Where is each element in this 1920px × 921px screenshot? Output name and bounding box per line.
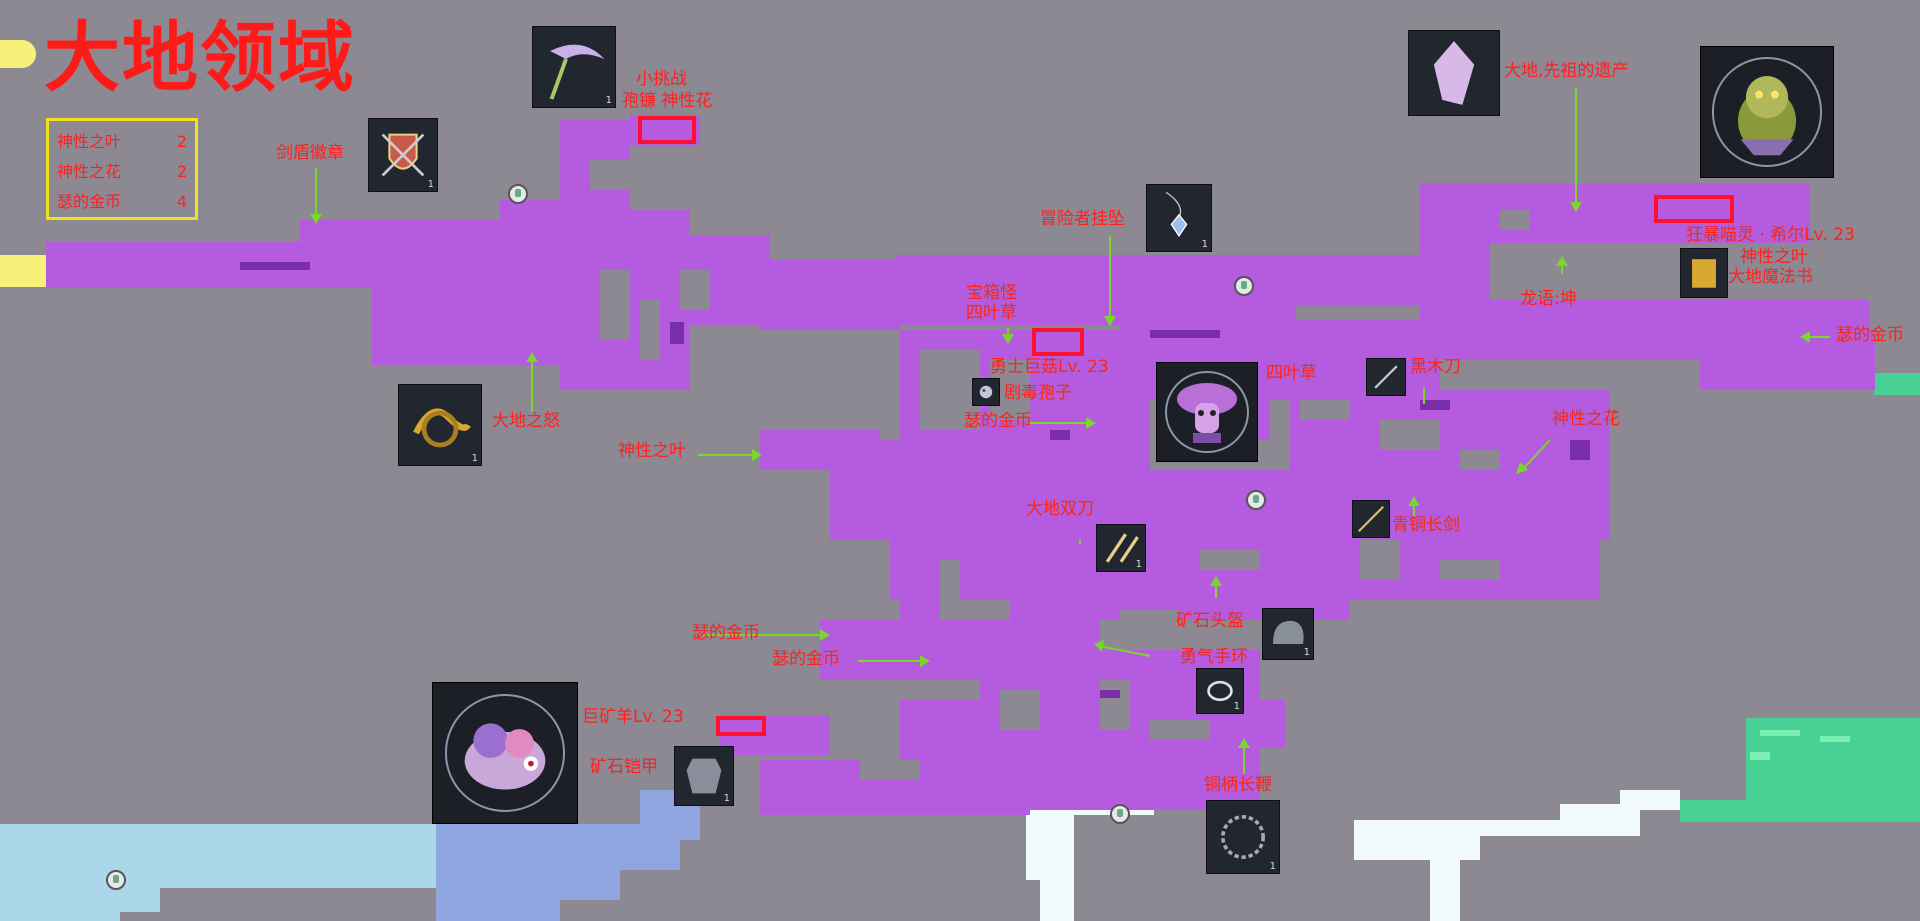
summary-item-name: 瑟的金币 xyxy=(57,192,122,211)
label-ore-helmet: 矿石头盔 xyxy=(1176,611,1244,631)
title-marker xyxy=(0,40,36,68)
label-ebony-blade: 黑木刀 xyxy=(1410,357,1461,377)
teleport-point-icon[interactable] xyxy=(508,184,528,204)
label-scythe-flower: 孢镰 神性花 xyxy=(622,91,713,111)
earth-magic-book-icon[interactable] xyxy=(1680,248,1728,298)
label-coin-lower-left: 瑟的金币 xyxy=(692,623,760,643)
item-quantity: 1 xyxy=(1201,239,1208,250)
summary-row: 神性之花 2 xyxy=(57,157,187,187)
toxic-spore-icon[interactable] xyxy=(972,378,1000,406)
summary-row: 神性之叶 2 xyxy=(57,127,187,157)
portrait-ring xyxy=(1711,57,1823,167)
label-divine-leaf-right: 神性之叶 xyxy=(1740,247,1808,267)
region-blue xyxy=(436,790,700,921)
item-quantity: 1 xyxy=(471,453,478,464)
summary-item-name: 神性之花 xyxy=(57,162,122,181)
summary-item-count: 2 xyxy=(176,162,187,181)
label-clover-center: 四叶草 xyxy=(1266,363,1317,383)
ebony-blade-icon[interactable] xyxy=(1366,358,1406,396)
label-earth-dual-blades: 大地双刀 xyxy=(1026,499,1094,519)
item-quantity: 1 xyxy=(1233,701,1240,712)
bronze-longsword-icon[interactable] xyxy=(1352,500,1390,538)
frenzy-cat-marker xyxy=(1654,195,1734,223)
label-small-challenge: 小挑战 xyxy=(636,69,687,89)
region-white-1 xyxy=(1026,802,1154,921)
teleport-point-icon[interactable] xyxy=(1110,804,1130,824)
challenge-marker xyxy=(638,116,696,144)
label-toxic-spore: 剧毒孢子 xyxy=(1004,383,1072,403)
teleport-point-icon[interactable] xyxy=(1234,276,1254,296)
boss-portrait-mushroom[interactable] xyxy=(1156,362,1258,462)
boss-portrait-cat[interactable] xyxy=(1700,46,1834,178)
summary-item-count: 2 xyxy=(176,132,187,151)
label-frenzy-cat: 狂暴喵灵 · 希尔Lv. 23 xyxy=(1686,225,1855,245)
map-title: 大地领域 xyxy=(44,13,356,102)
label-clover-top: 四叶草 xyxy=(966,303,1017,323)
label-divine-flower-right: 神性之花 xyxy=(1552,409,1620,429)
item-quantity: 1 xyxy=(427,179,434,190)
teleport-point-icon[interactable] xyxy=(106,870,126,890)
green-region-details xyxy=(1750,730,1850,760)
label-mimic: 宝箱怪 xyxy=(966,283,1017,303)
map-details xyxy=(240,262,1590,698)
label-sword-shield-badge: 剑盾徽章 xyxy=(276,143,344,163)
region-lightblue xyxy=(0,824,440,921)
label-earth-wrath: 大地之怒 xyxy=(492,411,560,431)
label-bronze-longsword: 青铜长剑 xyxy=(1392,515,1460,535)
explored-area xyxy=(46,115,1875,815)
label-ore-armor: 矿石铠甲 xyxy=(590,757,658,777)
label-copper-whip: 铜柄长鞭 xyxy=(1204,775,1272,795)
collectibles-summary: 神性之叶 2 神性之花 2 瑟的金币 4 xyxy=(46,118,198,220)
label-earth-legacy: 大地,先祖的遗产 xyxy=(1504,61,1629,81)
label-giant-ore-sheep: 巨矿羊Lv. 23 xyxy=(582,707,684,727)
sword-shield-badge-icon[interactable]: 1 xyxy=(368,118,438,192)
unexplored-gaps xyxy=(590,160,1770,780)
label-adventurer-pendant: 冒险者挂坠 xyxy=(1040,209,1125,229)
item-quantity: 1 xyxy=(605,95,612,106)
portrait-ring xyxy=(1165,370,1249,454)
summary-item-count: 4 xyxy=(176,192,187,211)
item-quantity: 1 xyxy=(1135,559,1142,570)
region-white-2 xyxy=(1354,790,1680,921)
earth-legacy-icon[interactable] xyxy=(1408,30,1500,116)
summary-item-name: 神性之叶 xyxy=(57,132,122,151)
map-entry-left xyxy=(0,255,46,287)
region-green xyxy=(1680,718,1920,822)
summary-row: 瑟的金币 4 xyxy=(57,187,187,217)
earth-wrath-icon[interactable]: 1 xyxy=(398,384,482,466)
boss-portrait-sheep[interactable] xyxy=(432,682,578,824)
label-dragon-tongue: 龙语:坤 xyxy=(1520,289,1577,309)
ore-helmet-icon[interactable]: 1 xyxy=(1262,608,1314,660)
ore-sheep-marker xyxy=(716,716,766,736)
item-quantity: 1 xyxy=(723,793,730,804)
earth-dual-blades-icon[interactable]: 1 xyxy=(1096,524,1146,572)
label-coin-lower-left2: 瑟的金币 xyxy=(772,649,840,669)
copper-whip-icon[interactable]: 1 xyxy=(1206,800,1280,874)
portrait-ring xyxy=(444,694,566,812)
adventurer-pendant-icon[interactable]: 1 xyxy=(1146,184,1212,252)
label-courage-bracelet: 勇气手环 xyxy=(1180,647,1248,667)
label-coin-right: 瑟的金币 xyxy=(1836,325,1904,345)
label-coin-mid: 瑟的金币 xyxy=(964,411,1032,431)
label-earth-magic-book: 大地魔法书 xyxy=(1728,267,1813,287)
item-quantity: 1 xyxy=(1303,647,1310,658)
teleport-point-icon[interactable] xyxy=(1246,490,1266,510)
mimic-marker xyxy=(1032,328,1084,356)
map-exit-right xyxy=(1874,373,1920,395)
label-divine-leaf-left: 神性之叶 xyxy=(618,441,686,461)
courage-bracelet-icon[interactable]: 1 xyxy=(1196,668,1244,714)
label-warrior-mushroom: 勇士巨菇Lv. 23 xyxy=(990,357,1109,377)
ore-armor-icon[interactable]: 1 xyxy=(674,746,734,806)
item-quantity: 1 xyxy=(1269,861,1276,872)
scythe-icon[interactable]: 1 xyxy=(532,26,616,108)
